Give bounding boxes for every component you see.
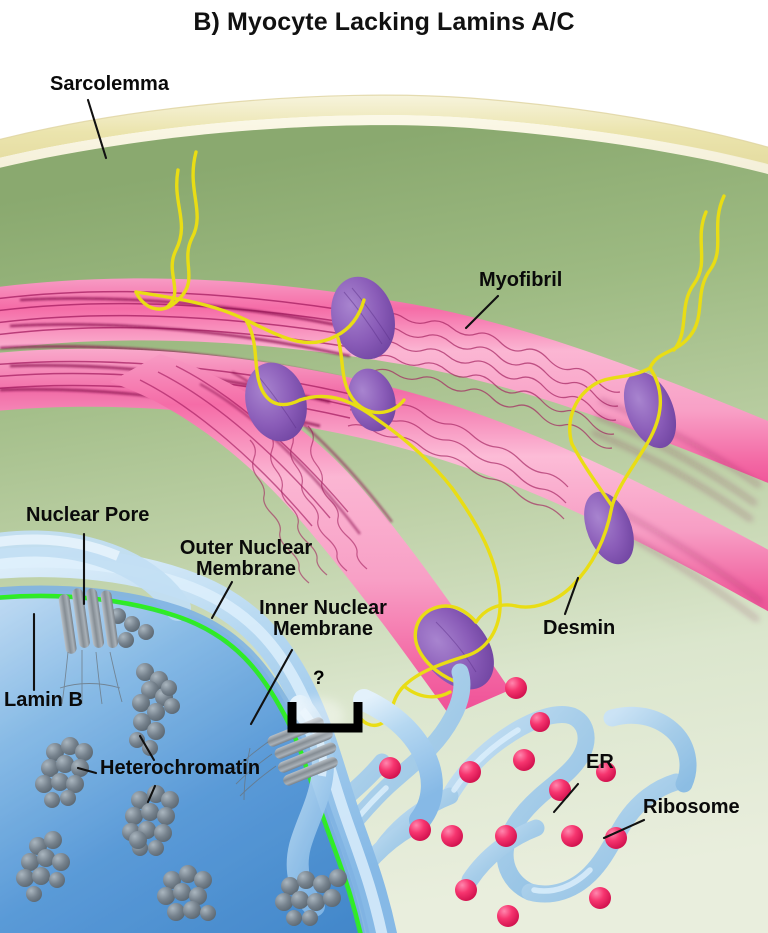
heterochromatin-clump: [110, 608, 154, 648]
heterochromatin-clump: [275, 869, 347, 926]
heterochromatin-group: [16, 608, 347, 926]
leader-heterochromatin-b: [138, 734, 156, 762]
heterochromatin-clump: [16, 831, 147, 902]
leader-inner-nuclear-membrane: [249, 648, 294, 726]
leader-er: [552, 782, 580, 814]
label-myofibril: Myofibril: [479, 269, 563, 291]
label-lamin-b: Lamin B: [4, 689, 83, 711]
leader-heterochromatin-a: [76, 766, 98, 775]
leader-myofibril: [464, 294, 500, 330]
lamin-b-layer: [0, 593, 369, 933]
label-inner-nuclear-membrane: Inner Nuclear Membrane: [259, 597, 387, 640]
perinuclear-lobes: [0, 530, 191, 621]
label-ribosome: Ribosome: [643, 796, 740, 818]
label-nuclear-pore: Nuclear Pore: [26, 504, 150, 526]
question-bracket: [287, 702, 363, 733]
question-mark-annotation: ?: [313, 668, 325, 689]
label-heterochromatin: Heterochromatin: [100, 757, 261, 779]
label-desmin: Desmin: [543, 617, 616, 639]
figure-title: B) Myocyte Lacking Lamins A/C: [193, 8, 575, 36]
leader-heterochromatin-c: [146, 784, 157, 804]
label-er: ER: [586, 751, 614, 773]
leader-outer-nuclear-membrane: [210, 580, 234, 620]
outer-nuclear-membrane: [0, 547, 399, 933]
leader-ribosome: [602, 818, 646, 840]
label-outer-nuclear-membrane: Outer Nuclear Membrane: [179, 537, 313, 580]
heterochromatin-clump: [129, 663, 180, 756]
myofibril-group: [0, 276, 768, 716]
nucleus: [0, 530, 443, 933]
desmin-filament-network: [134, 150, 726, 727]
z-disc-group: [245, 276, 677, 690]
label-sarcolemma: Sarcolemma: [50, 73, 169, 95]
nuclear-pore-left: [58, 588, 123, 705]
sarcolemma-membrane: [0, 94, 768, 184]
ribosome-group: [379, 677, 627, 927]
leader-lines: [32, 98, 646, 840]
leader-sarcolemma: [86, 98, 108, 160]
heterochromatin-clump: [35, 737, 93, 808]
leader-desmin: [563, 576, 580, 616]
heterochromatin-clump: [157, 865, 216, 921]
